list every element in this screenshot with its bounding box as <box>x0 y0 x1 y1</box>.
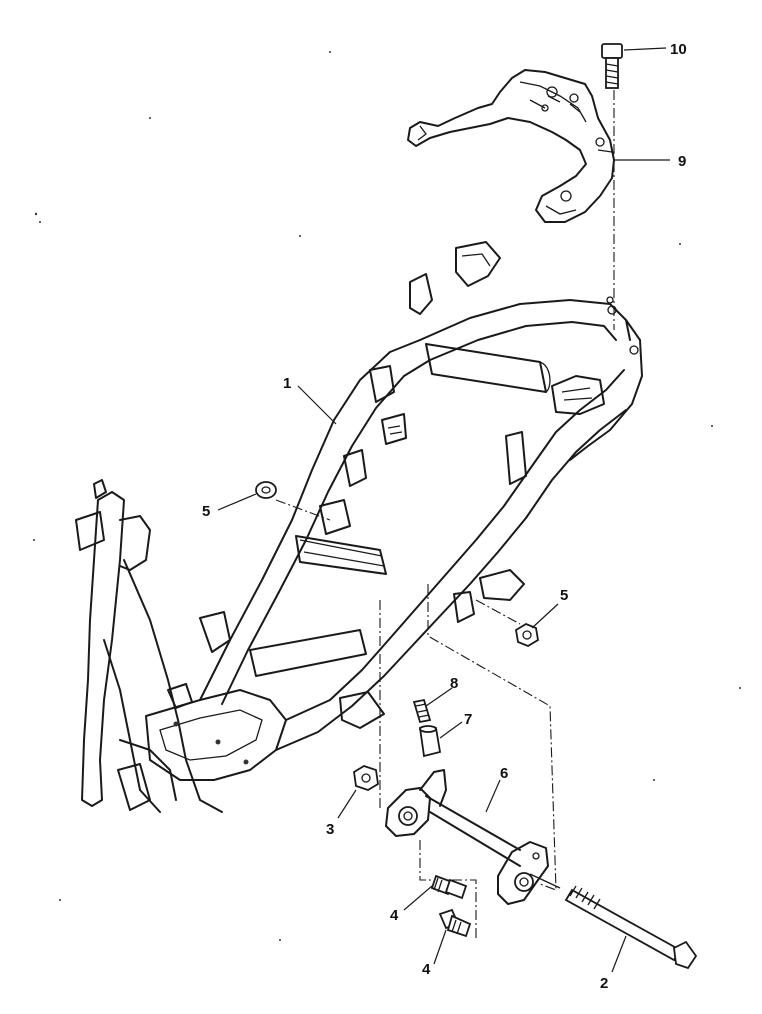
callout-9: 9 <box>678 153 686 170</box>
callout-8: 8 <box>450 675 458 692</box>
assembly-line-bush-5-left <box>275 499 331 521</box>
assembly-line-bush-5-right <box>475 599 521 625</box>
spring-pin-part-8 <box>412 698 432 724</box>
bushing-part-7 <box>418 725 442 758</box>
callout-1: 1 <box>283 375 291 392</box>
callout-2: 2 <box>600 975 608 992</box>
callout-7: 7 <box>464 711 472 728</box>
callout-5a: 5 <box>202 503 210 520</box>
leader-2 <box>611 935 627 973</box>
callout-4a: 4 <box>390 907 399 924</box>
bolt-part-4-upper <box>430 874 468 900</box>
scan-noise <box>33 51 741 941</box>
rear-bracket-part-9 <box>407 69 615 223</box>
callout-10: 10 <box>670 41 687 58</box>
bolt-part-4-lower <box>438 908 472 938</box>
leader-8 <box>425 687 453 707</box>
leader-1 <box>297 385 337 425</box>
leader-4b <box>433 929 447 965</box>
pivot-link-part-6 <box>385 769 561 905</box>
rubber-bush-part-5-left <box>255 481 277 499</box>
leader-5a <box>217 493 257 511</box>
assembly-line-pivot-envelope <box>427 584 557 891</box>
long-bolt-part-2 <box>564 885 698 970</box>
callout-4b: 4 <box>422 961 431 978</box>
leader-5b <box>531 603 559 629</box>
leader-7 <box>439 721 463 739</box>
callout-6: 6 <box>500 765 508 782</box>
callout-3: 3 <box>326 821 334 838</box>
bolt-part-10 <box>601 43 623 89</box>
leader-4a <box>403 885 433 911</box>
leader-6 <box>485 779 501 813</box>
nut-part-3 <box>353 765 379 791</box>
rubber-bush-part-5-right <box>515 622 539 648</box>
leader-10 <box>623 47 667 51</box>
callout-5b: 5 <box>560 587 568 604</box>
main-frame-part-1 <box>75 241 643 813</box>
leader-3 <box>337 789 357 819</box>
